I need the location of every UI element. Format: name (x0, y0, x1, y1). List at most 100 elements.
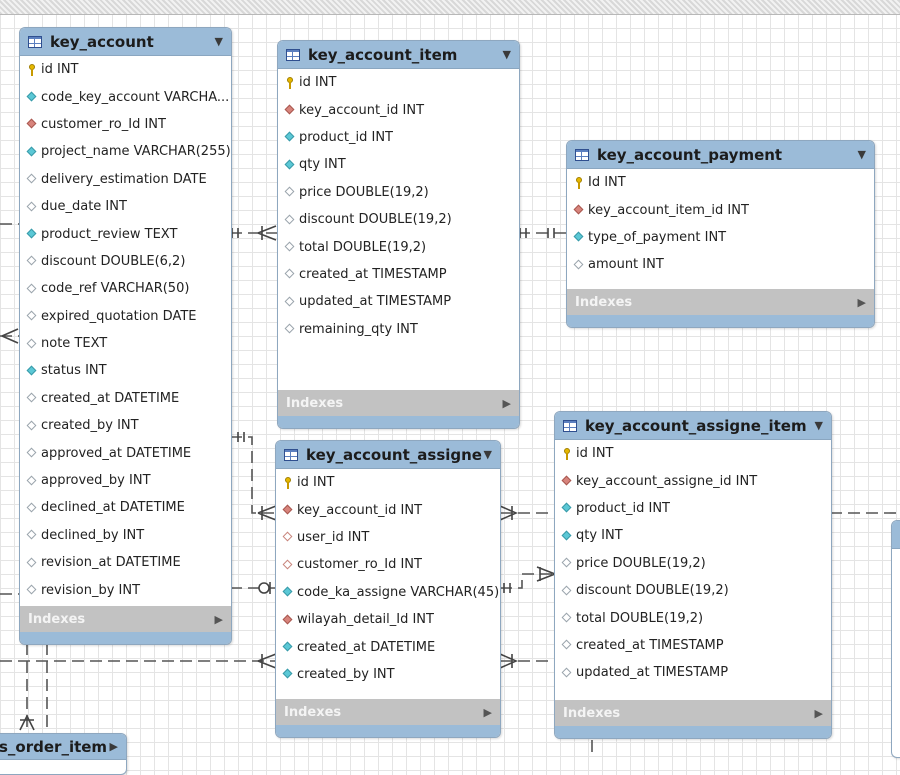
field-row[interactable]: revision_by INT (20, 576, 231, 603)
field-row[interactable]: remaining_qty INT (278, 316, 519, 343)
field-row[interactable]: declined_at DATETIME (20, 494, 231, 521)
field-row[interactable]: due_date INT (20, 193, 231, 220)
field-row[interactable]: created_by INT (276, 661, 500, 688)
field-row[interactable]: total DOUBLE(19,2) (555, 604, 831, 631)
field-row[interactable]: id INT (278, 69, 519, 96)
field-row[interactable]: code_ref VARCHAR(50) (20, 275, 231, 302)
field-row[interactable]: discount DOUBLE(6,2) (20, 248, 231, 275)
field-row[interactable]: key_account_assigne_id INT (555, 467, 831, 494)
field-label: revision_by INT (41, 583, 140, 598)
field-row[interactable]: created_at TIMESTAMP (278, 261, 519, 288)
expand-arrow-icon[interactable]: ▶ (484, 706, 492, 719)
not-null-column-icon (561, 502, 573, 514)
table-title: key_account (50, 33, 215, 51)
field-row[interactable]: discount DOUBLE(19,2) (278, 206, 519, 233)
field-row[interactable]: approved_at DATETIME (20, 439, 231, 466)
collapse-arrow-icon[interactable]: ▼ (815, 419, 823, 432)
field-label: code_ref VARCHAR(50) (41, 281, 189, 296)
field-row[interactable]: code_ka_assigne VARCHAR(45) (276, 579, 500, 606)
field-row[interactable]: qty INT (278, 151, 519, 178)
collapse-arrow-icon[interactable]: ▼ (215, 35, 223, 48)
nullable-column-icon (26, 475, 38, 487)
field-row[interactable]: type_of_payment INT (567, 224, 874, 251)
expand-arrow-icon[interactable]: ▶ (110, 740, 118, 753)
table-key-account-item[interactable]: key_account_item ▼ id INTkey_account_id … (277, 40, 520, 429)
indexes-bar[interactable]: Indexes ▶ (278, 390, 519, 428)
field-row[interactable]: created_at TIMESTAMP (555, 632, 831, 659)
expand-arrow-icon[interactable]: ▶ (215, 613, 223, 626)
field-row[interactable]: customer_ro_Id INT (276, 551, 500, 578)
field-row[interactable]: note TEXT (20, 330, 231, 357)
field-label: product_id INT (576, 501, 670, 516)
field-row[interactable]: created_by INT (20, 412, 231, 439)
field-row[interactable]: customer_ro_Id INT (20, 111, 231, 138)
field-row[interactable]: id INT (276, 469, 500, 496)
field-row[interactable]: wilayah_detail_Id INT (276, 606, 500, 633)
collapse-arrow-icon[interactable]: ▼ (484, 448, 492, 461)
table-order-item-partial[interactable]: s_order_item ▶ (0, 733, 127, 775)
table-key-account-payment[interactable]: key_account_payment ▼ Id INTkey_account_… (566, 140, 875, 328)
field-row[interactable]: product_id INT (278, 124, 519, 151)
foreign-key-icon (26, 118, 38, 130)
table-header[interactable]: key_account_assigne ▼ (276, 441, 500, 469)
field-row[interactable]: product_review TEXT (20, 220, 231, 247)
not-null-column-icon (282, 586, 294, 598)
nullable-column-icon (284, 241, 296, 253)
expand-arrow-icon[interactable]: ▶ (503, 397, 511, 410)
table-offscreen-partial[interactable] (891, 520, 900, 758)
collapse-arrow-icon[interactable]: ▼ (858, 148, 866, 161)
table-key-account[interactable]: key_account ▼ id INTcode_key_account VAR… (19, 27, 232, 645)
table-header[interactable]: s_order_item ▶ (0, 734, 126, 760)
table-header[interactable]: key_account_assigne_item ▼ (555, 412, 831, 440)
field-row[interactable]: product_id INT (555, 495, 831, 522)
table-header[interactable] (892, 521, 900, 549)
field-row[interactable]: Id INT (567, 169, 874, 196)
indexes-bar[interactable]: Indexes ▶ (567, 289, 874, 327)
field-row[interactable]: expired_quotation DATE (20, 303, 231, 330)
expand-arrow-icon[interactable]: ▶ (815, 707, 823, 720)
field-label: type_of_payment INT (588, 230, 726, 245)
field-row[interactable]: delivery_estimation DATE (20, 166, 231, 193)
field-row[interactable]: key_account_item_id INT (567, 196, 874, 223)
field-row[interactable]: discount DOUBLE(19,2) (555, 577, 831, 604)
field-row[interactable]: approved_by INT (20, 467, 231, 494)
table-icon (284, 449, 298, 461)
field-row[interactable]: id INT (555, 440, 831, 467)
field-label: product_review TEXT (41, 227, 177, 242)
field-row[interactable]: key_account_id INT (278, 96, 519, 123)
field-row[interactable]: declined_by INT (20, 522, 231, 549)
field-row[interactable]: code_key_account VARCHA... (20, 83, 231, 110)
table-key-account-assigne[interactable]: key_account_assigne ▼ id INTkey_account_… (275, 440, 501, 738)
field-label: created_at DATETIME (297, 640, 435, 655)
field-row[interactable]: amount INT (567, 251, 874, 278)
indexes-bar[interactable]: Indexes ▶ (276, 699, 500, 737)
table-header[interactable]: key_account ▼ (20, 28, 231, 56)
field-row[interactable]: project_name VARCHAR(255) (20, 138, 231, 165)
field-row[interactable]: status INT (20, 357, 231, 384)
field-row[interactable]: created_at DATETIME (20, 385, 231, 412)
primary-key-icon (573, 177, 585, 189)
field-row[interactable]: revision_at DATETIME (20, 549, 231, 576)
expand-arrow-icon[interactable]: ▶ (858, 296, 866, 309)
indexes-bar[interactable]: Indexes ▶ (555, 700, 831, 738)
field-row[interactable]: total DOUBLE(19,2) (278, 233, 519, 260)
collapse-arrow-icon[interactable]: ▼ (503, 48, 511, 61)
field-label: note TEXT (41, 336, 107, 351)
field-row[interactable]: updated_at TIMESTAMP (278, 288, 519, 315)
table-header[interactable]: key_account_item ▼ (278, 41, 519, 69)
field-row[interactable]: price DOUBLE(19,2) (278, 179, 519, 206)
field-row[interactable]: qty INT (555, 522, 831, 549)
table-header[interactable]: key_account_payment ▼ (567, 141, 874, 169)
field-label: key_account_assigne_id INT (576, 474, 757, 489)
field-row[interactable]: key_account_id INT (276, 496, 500, 523)
field-row[interactable]: updated_at TIMESTAMP (555, 659, 831, 686)
nullable-column-icon (26, 310, 38, 322)
table-title: key_account_payment (597, 146, 858, 164)
table-key-account-assigne-item[interactable]: key_account_assigne_item ▼ id INT key_acc… (554, 411, 832, 739)
field-row[interactable]: id INT (20, 56, 231, 83)
field-row[interactable]: created_at DATETIME (276, 633, 500, 660)
table-title: key_account_item (308, 46, 503, 64)
field-row[interactable]: user_id INT (276, 524, 500, 551)
indexes-bar[interactable]: Indexes ▶ (20, 606, 231, 644)
field-row[interactable]: price DOUBLE(19,2) (555, 550, 831, 577)
